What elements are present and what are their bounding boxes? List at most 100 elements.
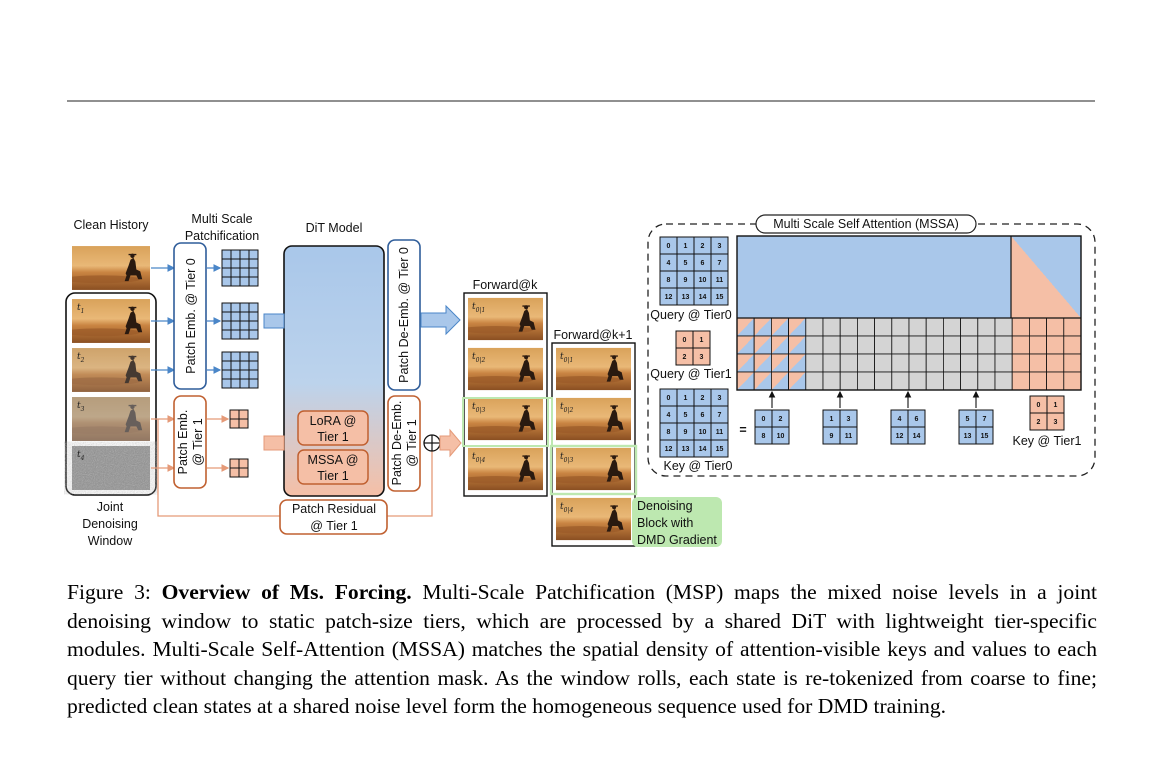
tier0-token-cell [221,302,232,313]
query-tier0-value: 8 [667,277,671,284]
forward-frame-subscript: 0|4 [564,507,574,514]
attn-cell [822,371,841,391]
key-tier0-value: 0 [667,395,671,402]
key-tier0-cell [710,439,729,458]
tier0-token-cell [221,249,232,260]
tier0-token-cell [239,267,250,278]
window-frame-4 [72,446,150,490]
query-tier0-value: 1 [684,243,688,250]
attn-cell [994,353,1013,373]
attn-cell-mixed [736,317,755,337]
attn-cell [874,371,893,391]
attn-cell [839,335,858,355]
attn-cell [839,317,858,337]
joint-denoising-window [65,292,157,496]
attn-cell [1011,317,1030,337]
query-tier1-value: 3 [700,354,704,361]
attn-cell [943,335,962,355]
equals-sign: = [739,423,746,437]
denoise-label-2: Block with [637,516,693,530]
jdw-label-1: Joint [97,500,124,514]
window-frame-label: t2 [77,352,85,364]
attn-cell [805,371,824,391]
attn-cell-mixed [771,353,790,373]
attn-cell [1046,353,1065,373]
tier0-token-cell [221,276,232,287]
attn-cell-mixed [753,353,772,373]
tier0-token-cell [230,369,241,380]
patch-emb-tier1-label-1: Patch Emb. [176,410,190,475]
attn-cell-mixed [771,335,790,355]
forward-frame-subscript: 0|3 [476,407,486,414]
patch-emb-tier0-box [173,242,207,390]
tier0-token-cell [239,311,250,322]
lora-label-2: Tier 1 [317,430,349,444]
attn-cell [857,353,876,373]
tier1-token-cell [238,409,249,420]
key-group-cell [839,426,858,445]
mssa-box [297,449,369,485]
tier0-token-cell [230,378,241,389]
window-frame-1 [72,299,150,343]
key-tier1-value: 1 [1054,402,1058,409]
tier0-input-arrows [151,264,176,374]
key-tier0-value: 15 [716,446,724,453]
tier0-token-cell [248,311,259,322]
attn-cell [994,317,1013,337]
patch-deemb-tier1-box [387,395,421,492]
tier0-token-cell [230,351,241,362]
forward-k-label: Forward@k [473,278,539,292]
attn-cell-mixed [788,353,807,373]
tier1-token-cell [238,418,249,429]
attn-cell [994,371,1013,391]
attn-cell [1011,353,1030,373]
query-tier0-value: 13 [682,294,690,301]
key-group-value: 0 [762,416,766,423]
attn-cell [960,353,979,373]
msp-label-2: Patchification [185,229,259,243]
key-group-value: 8 [762,433,766,440]
attn-cell-mixed [788,335,807,355]
attn-cell-mixed [753,335,772,355]
attn-cell [960,317,979,337]
tier0-token-cell [248,302,259,313]
attn-cell [1063,371,1082,391]
mssa-title: Multi Scale Self Attention (MSSA) [773,217,959,231]
attn-cell-mixed [788,317,807,337]
patch-residual-box [279,499,388,535]
tier0-token-arrows [207,264,222,374]
attn-cell [977,371,996,391]
tier0-token-cell [248,267,259,278]
key-tier1-value: 3 [1054,419,1058,426]
tier0-token-cell [230,258,241,269]
jdw-label-3: Window [88,534,133,548]
key-tier0-value: 8 [667,429,671,436]
attn-cell [891,353,910,373]
key-tier0-value: 7 [718,412,722,419]
query-tier0-value: 2 [701,243,705,250]
tier0-token-cell [221,360,232,371]
tier1-block-arrow-in [263,435,285,451]
tier0-token-cell [239,329,250,340]
window-frame-label: t4 [77,450,85,462]
tier0-token-cell [239,351,250,362]
denoising-block-highlight [632,497,722,547]
residual-label-2: @ Tier 1 [310,519,357,533]
key-group-value: 11 [845,433,853,440]
key-group-cell [975,426,994,445]
key-group-value: 10 [777,433,785,440]
key-group-value: 14 [913,433,921,440]
patch-deemb-tier1-label-1: Patch De-Emb. [390,401,404,486]
key-tier0-value: 10 [699,429,707,436]
attn-cell [822,353,841,373]
key-group-value: 7 [983,416,987,423]
attn-cell [943,371,962,391]
tier0-token-cell [230,329,241,340]
attn-cell [908,353,927,373]
key-tier0-value: 12 [665,446,673,453]
query-tier0-value: 15 [716,294,724,301]
attn-cell [1046,317,1065,337]
attn-cell [839,371,858,391]
